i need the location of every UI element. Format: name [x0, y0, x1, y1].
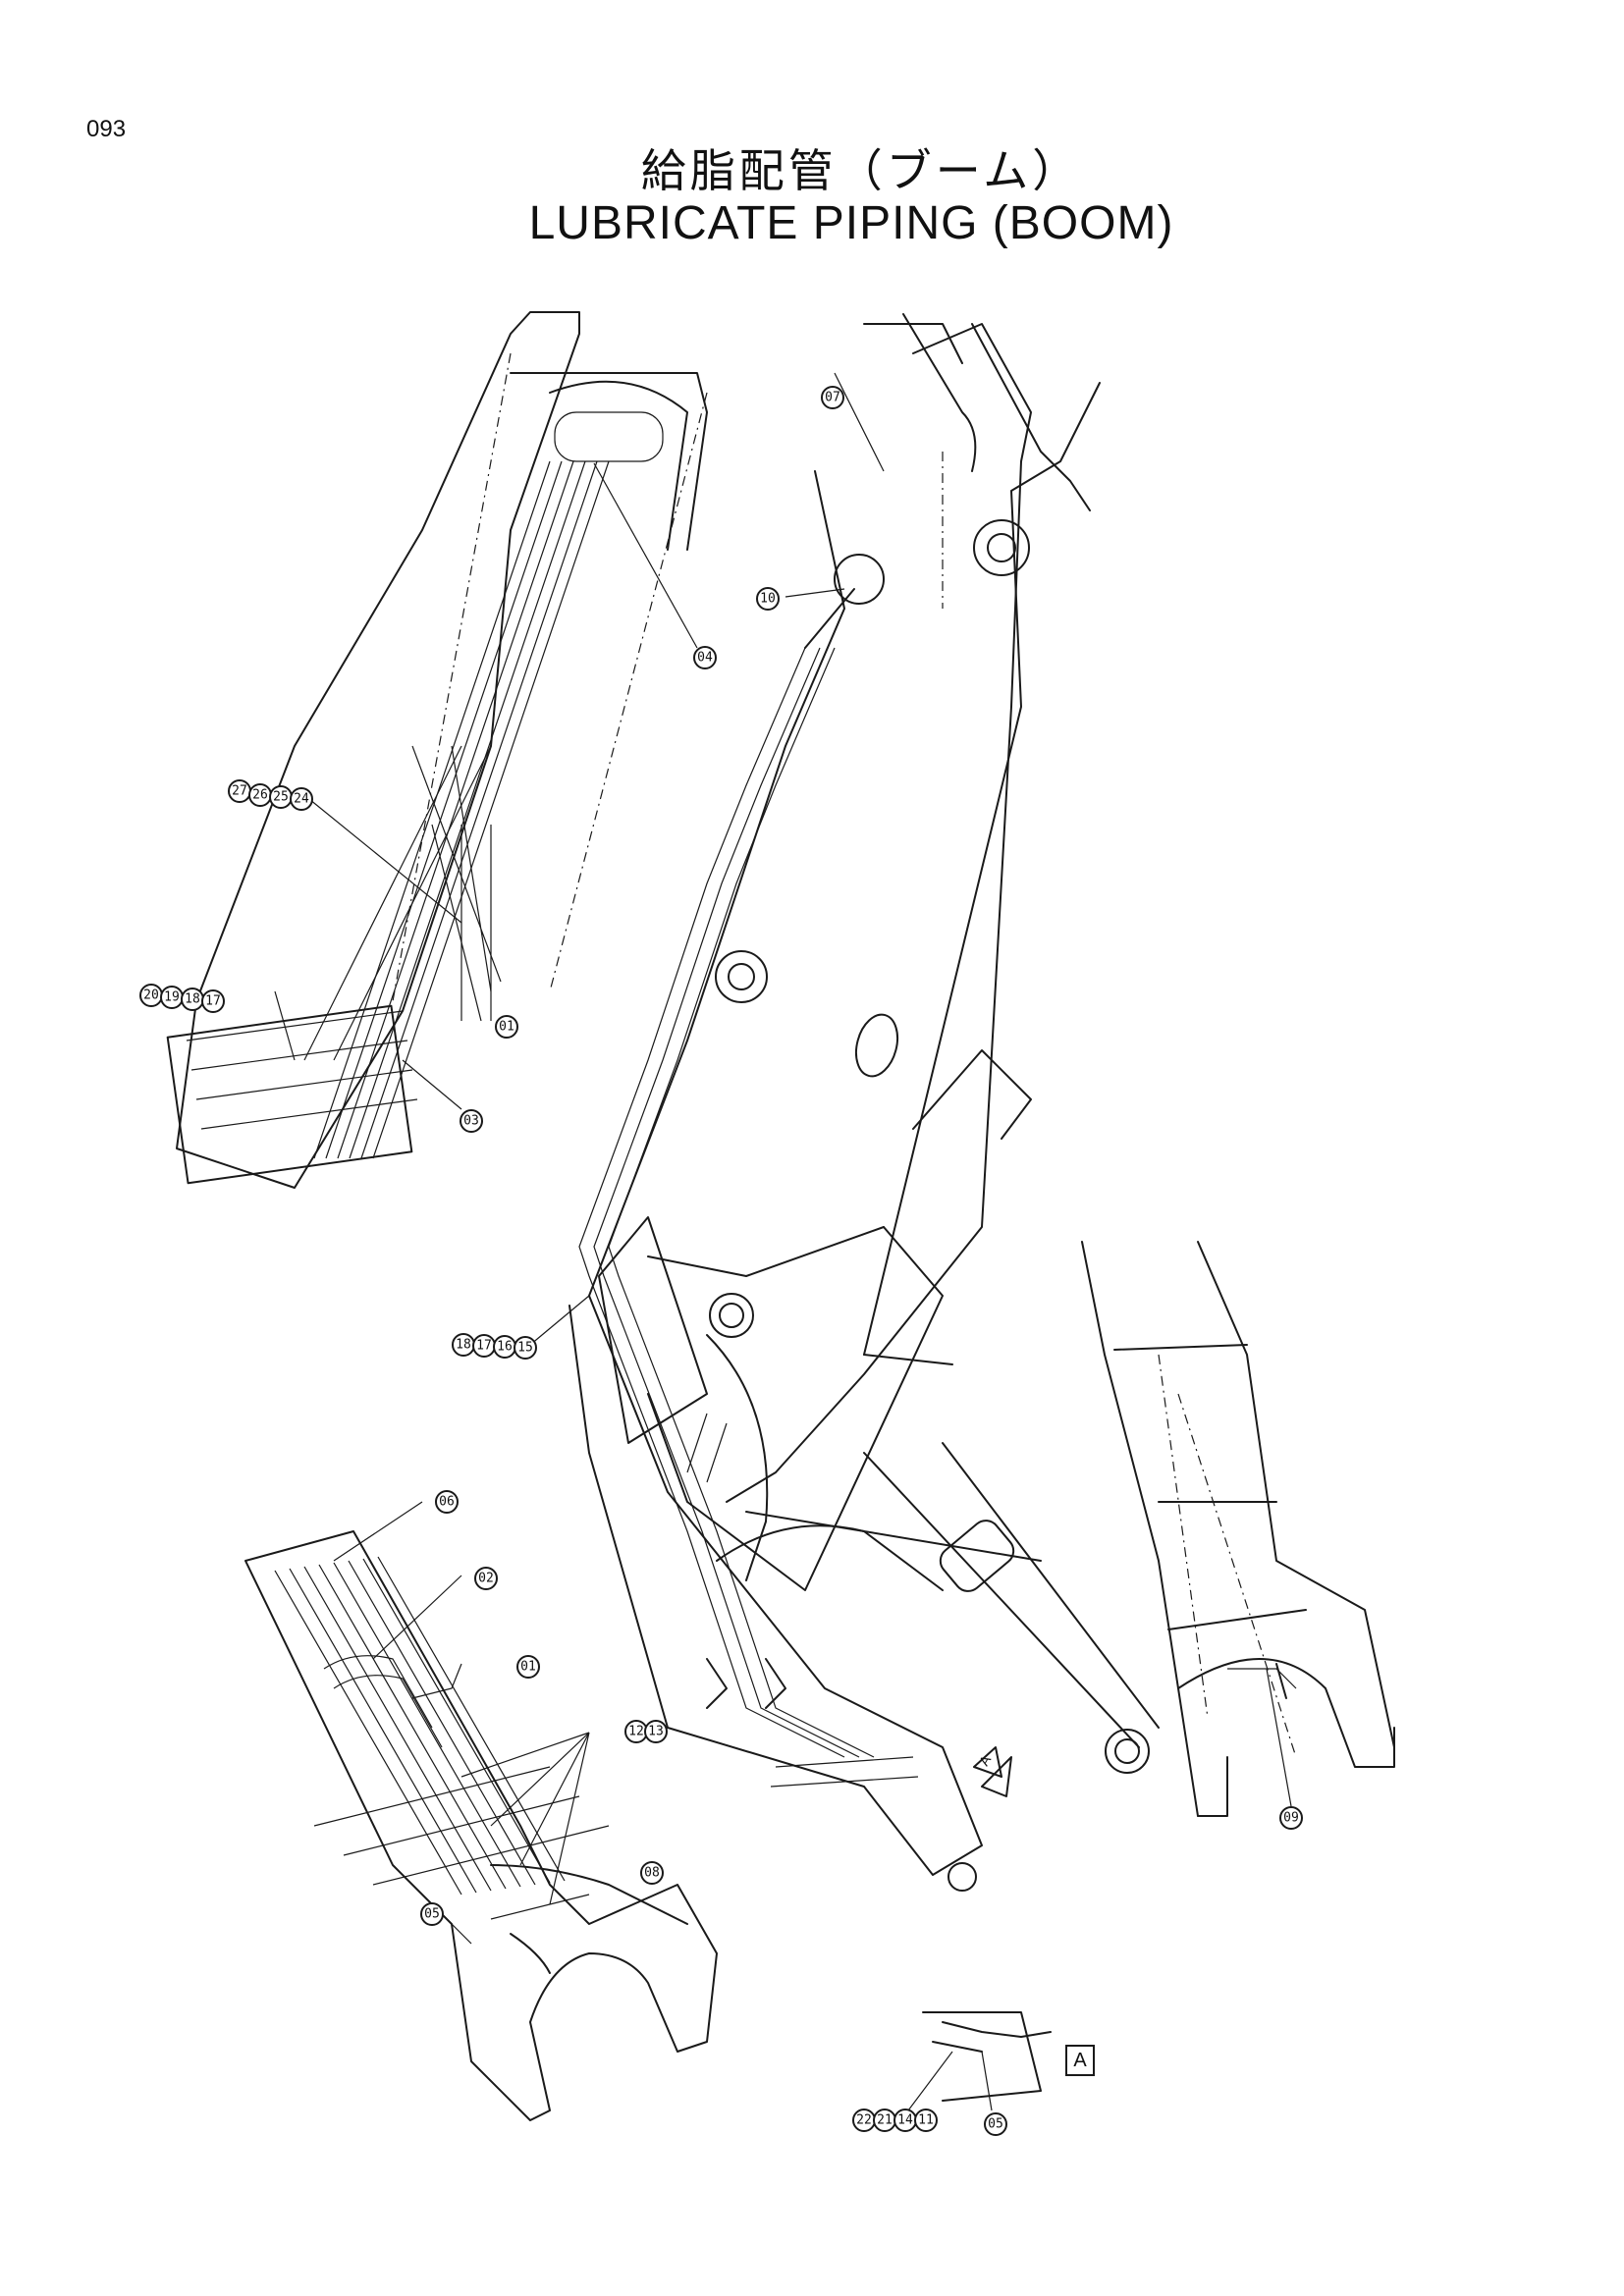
- svg-text:12: 12: [628, 1725, 644, 1739]
- svg-text:13: 13: [648, 1725, 664, 1739]
- svg-text:04: 04: [697, 651, 713, 666]
- page-number: 093: [86, 116, 127, 142]
- svg-text:03: 03: [463, 1114, 479, 1129]
- callout-group-18-17-16-15: 18 17 16 15: [452, 1333, 537, 1360]
- svg-text:05: 05: [988, 2117, 1003, 2132]
- detail-view-a: [922, 2011, 1052, 2102]
- detail-lower-left: [244, 1530, 718, 2121]
- callout-05-lower: 05: [420, 1902, 444, 1926]
- callout-09: 09: [1279, 1806, 1303, 1830]
- svg-text:06: 06: [439, 1495, 455, 1510]
- callout-01-lower: 01: [516, 1655, 540, 1679]
- svg-text:14: 14: [897, 2113, 913, 2128]
- svg-text:26: 26: [252, 788, 268, 803]
- svg-text:16: 16: [497, 1340, 513, 1355]
- svg-text:A: A: [1073, 2050, 1087, 2071]
- pipe-bundle-lower: [274, 1556, 566, 1896]
- callout-01-upper: 01: [495, 1015, 518, 1039]
- svg-text:18: 18: [185, 992, 200, 1007]
- title-japanese: 給脂配管（ブーム）: [640, 144, 1082, 197]
- callout-04: 04: [693, 646, 717, 669]
- callout-group-22-21-14-11: 22 21 14 11: [852, 2109, 938, 2132]
- view-a-label: A: [1065, 2045, 1095, 2076]
- svg-text:09: 09: [1283, 1811, 1299, 1826]
- svg-text:01: 01: [499, 1020, 514, 1035]
- callout-08: 08: [640, 1861, 664, 1885]
- callout-02: 02: [474, 1567, 498, 1590]
- callout-group-20-19-18-17: 20 19 18 17: [139, 984, 225, 1013]
- leader-lines: [274, 372, 1292, 2111]
- pipe-bundle-upper: [303, 460, 610, 1159]
- svg-text:A: A: [976, 1752, 995, 1769]
- svg-text:20: 20: [143, 988, 159, 1003]
- title-english: LUBRICATE PIPING (BOOM): [528, 197, 1174, 249]
- svg-text:18: 18: [456, 1338, 471, 1353]
- svg-text:11: 11: [918, 2113, 934, 2128]
- svg-text:07: 07: [825, 391, 840, 405]
- svg-text:05: 05: [424, 1907, 440, 1922]
- svg-text:17: 17: [205, 994, 221, 1009]
- detail-upper-left: [166, 311, 708, 1189]
- svg-text:02: 02: [478, 1572, 494, 1586]
- callout-10: 10: [756, 587, 780, 611]
- svg-text:25: 25: [273, 790, 289, 805]
- svg-text:24: 24: [294, 792, 309, 807]
- svg-text:19: 19: [164, 990, 180, 1005]
- svg-text:15: 15: [517, 1341, 533, 1356]
- callout-group-27-26-25-24: 27 26 25 24: [228, 779, 313, 811]
- boom-main: [568, 313, 1160, 1892]
- svg-text:17: 17: [476, 1339, 492, 1354]
- callout-12-13: 12 13: [624, 1720, 668, 1743]
- svg-text:01: 01: [520, 1660, 536, 1675]
- callout-06: 06: [435, 1490, 459, 1514]
- callout-07: 07: [821, 386, 844, 409]
- svg-text:21: 21: [877, 2113, 893, 2128]
- callout-05-view-a: 05: [984, 2112, 1007, 2136]
- detail-right-arm-end: [1081, 1241, 1395, 1817]
- svg-text:27: 27: [232, 784, 247, 799]
- svg-text:10: 10: [760, 592, 776, 607]
- svg-text:08: 08: [644, 1866, 660, 1881]
- callout-03: 03: [460, 1109, 483, 1133]
- svg-text:22: 22: [856, 2113, 872, 2128]
